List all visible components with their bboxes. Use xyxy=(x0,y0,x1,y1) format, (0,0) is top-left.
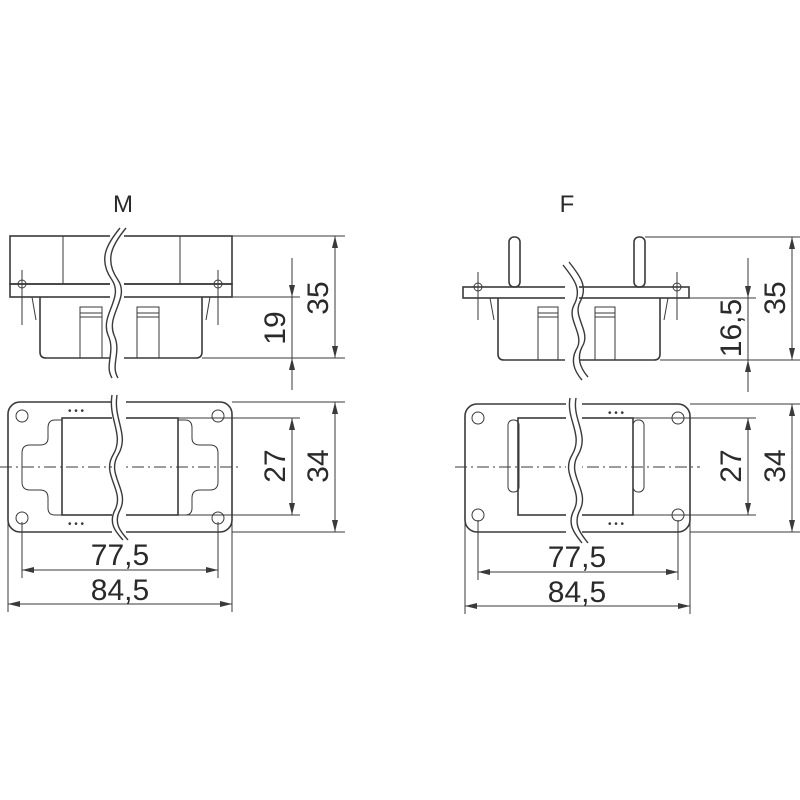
female-latch xyxy=(594,306,616,361)
male-latch xyxy=(136,306,160,359)
svg-text:• • •: • • • xyxy=(608,408,625,419)
female-pin xyxy=(633,236,646,288)
dim-female-height-lower: 16,5 xyxy=(715,299,748,357)
mounting-hole-icon xyxy=(471,508,485,522)
svg-text:• • •: • • • xyxy=(68,519,85,530)
dim-male-hole-spacing: 77,5 xyxy=(91,539,149,572)
dim-female-plate-height: 34 xyxy=(759,449,792,482)
dim-male-height-lower: 19 xyxy=(259,311,292,344)
mounting-hole-icon xyxy=(15,409,29,423)
dim-female-hole-spacing: 77,5 xyxy=(548,541,606,574)
male-label: M xyxy=(113,191,133,218)
dim-female-inner-height: 27 xyxy=(715,449,748,482)
dim-male-plate-width: 84,5 xyxy=(91,574,149,607)
female-side-view xyxy=(462,236,800,392)
female-front-view: • • • • • • xyxy=(455,397,800,614)
mounting-hole-icon xyxy=(471,411,485,425)
male-front-view: • • • • • • xyxy=(0,394,345,612)
dim-male-inner-height: 27 xyxy=(259,449,292,482)
dim-female-plate-width: 84,5 xyxy=(548,576,606,609)
male-latch xyxy=(79,306,103,359)
female-latch xyxy=(537,306,559,361)
female-label: F xyxy=(560,191,575,218)
svg-text:• • •: • • • xyxy=(68,406,85,417)
dim-female-height-total: 35 xyxy=(759,281,792,314)
dim-male-height-total: 35 xyxy=(302,281,335,314)
mounting-hole-icon xyxy=(211,409,225,423)
svg-text:• • •: • • • xyxy=(608,519,625,530)
male-side-view xyxy=(9,227,345,390)
female-pin xyxy=(508,236,521,288)
dim-male-plate-height: 34 xyxy=(302,449,335,482)
